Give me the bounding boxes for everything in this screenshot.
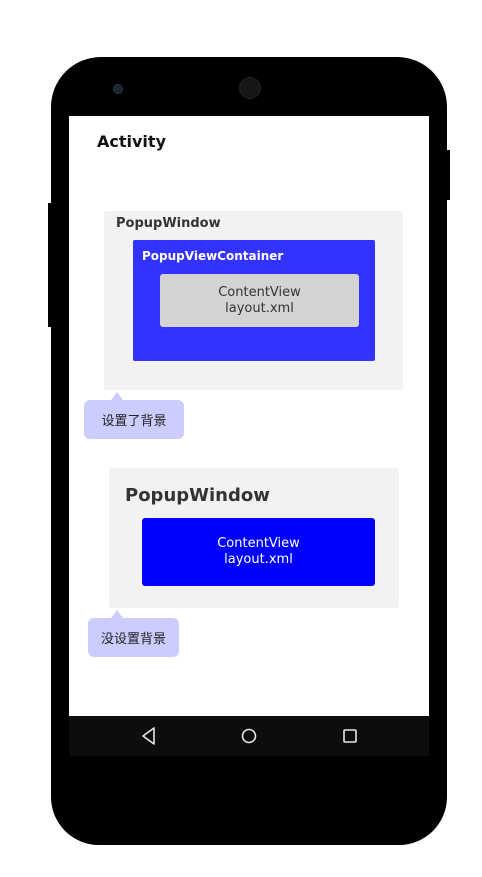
earpiece-icon xyxy=(239,77,261,99)
popup-window-title: PopupWindow xyxy=(116,216,221,231)
content-view-layout-label: layout.xml xyxy=(224,552,293,567)
callout-background-not-set: 没设置背景 xyxy=(88,618,179,657)
content-view-label: ContentView xyxy=(217,536,300,551)
activity-title: Activity xyxy=(97,132,166,151)
content-view-label: ContentView xyxy=(218,284,301,300)
content-view-layout-label: layout.xml xyxy=(225,300,294,316)
back-icon[interactable] xyxy=(137,716,161,760)
callout-label: 没设置背景 xyxy=(100,632,166,647)
callout-tail xyxy=(111,392,123,400)
popup-view-container-title: PopupViewContainer xyxy=(142,249,284,263)
front-camera-icon xyxy=(113,84,123,94)
content-view-box: ContentView layout.xml xyxy=(160,274,359,327)
callout-label: 设置了背景 xyxy=(101,414,167,429)
callout-background-set: 设置了背景 xyxy=(84,400,184,439)
navigation-bar xyxy=(69,716,429,756)
content-view-box: ContentView layout.xml xyxy=(142,518,375,586)
phone-side-button-right xyxy=(446,150,450,200)
popup-window-title: PopupWindow xyxy=(125,485,270,506)
home-icon[interactable] xyxy=(238,716,260,760)
recents-icon[interactable] xyxy=(339,716,361,760)
phone-side-button-left xyxy=(48,203,52,327)
callout-tail xyxy=(111,610,123,618)
